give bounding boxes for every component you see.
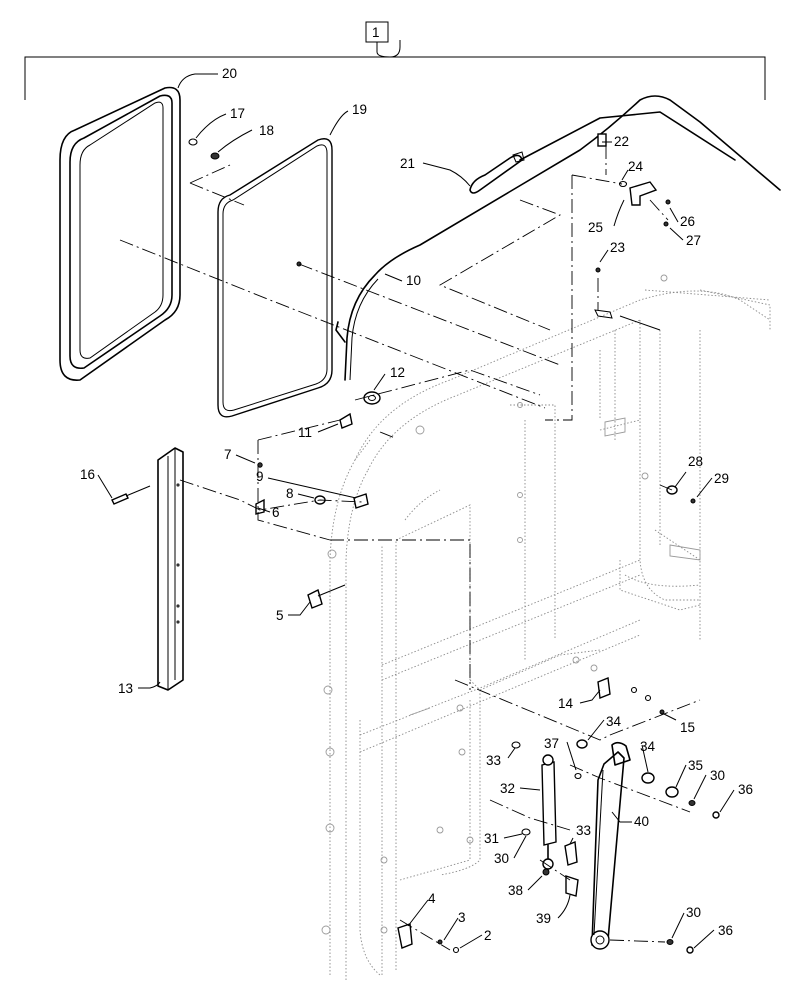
callout-23: 23 (610, 240, 625, 255)
callout-10: 10 (406, 273, 421, 288)
callout-39: 39 (536, 911, 551, 926)
bracket-part-14 (597, 677, 665, 715)
callout-36-upper: 36 (738, 782, 753, 797)
callout-36-bottom: 36 (718, 923, 733, 938)
window-seal-part-20 (59, 86, 181, 381)
callout-14: 14 (558, 696, 574, 711)
callout-25: 25 (588, 220, 603, 235)
callout-6: 6 (272, 505, 280, 520)
callout-5: 5 (276, 608, 284, 623)
callout-28: 28 (688, 454, 703, 469)
hardware-lower (397, 868, 694, 954)
cab-frame-ghost (321, 274, 771, 980)
hardware-mid (255, 261, 381, 609)
leader-lines (97, 73, 735, 949)
callout-29: 29 (714, 471, 729, 486)
callout-2: 2 (484, 928, 492, 943)
callout-17: 17 (230, 106, 245, 121)
callout-34-lower: 34 (640, 739, 656, 754)
callout-18: 18 (259, 123, 274, 138)
assembly-number: 1 (372, 25, 380, 40)
hardware-34-36 (574, 739, 720, 819)
handle-part-21 (469, 111, 736, 194)
callout-20: 20 (222, 66, 237, 81)
assembly-centerlines (119, 145, 701, 951)
gas-strut-part-32 (511, 741, 578, 870)
callout-37: 37 (544, 736, 559, 751)
callout-13: 13 (118, 681, 133, 696)
callout-35: 35 (688, 758, 703, 773)
callout-31: 31 (484, 831, 499, 846)
callout-40: 40 (634, 814, 649, 829)
latch-group (594, 133, 671, 331)
link-arm-part-40 (590, 741, 631, 950)
callout-4: 4 (428, 891, 436, 906)
callout-26: 26 (680, 214, 695, 229)
callout-24: 24 (628, 159, 644, 174)
callout-30-bottom: 30 (686, 905, 701, 920)
glass-pane-part-19 (217, 138, 333, 418)
callout-34-upper: 34 (606, 714, 622, 729)
hardware-28-29 (666, 485, 696, 504)
callout-32: 32 (500, 781, 515, 796)
callout-labels: 20 19 17 18 21 22 24 25 26 27 23 10 12 1… (80, 66, 753, 943)
callout-21: 21 (400, 156, 415, 171)
callout-15: 15 (680, 720, 695, 735)
callout-7: 7 (224, 447, 232, 462)
assembly-bracket (24, 21, 766, 100)
callout-30-lower: 30 (494, 851, 509, 866)
callout-30-upper: 30 (710, 768, 725, 783)
cable-part-10 (335, 95, 781, 381)
callout-33-lower: 33 (576, 823, 591, 838)
callout-22: 22 (614, 134, 629, 149)
callout-12: 12 (390, 365, 405, 380)
callout-27: 27 (686, 233, 701, 248)
callout-16: 16 (80, 467, 95, 482)
callout-33-upper: 33 (486, 753, 501, 768)
callout-3: 3 (458, 910, 466, 925)
callout-38: 38 (508, 883, 523, 898)
callout-11: 11 (298, 425, 312, 440)
channel-part-13 (111, 447, 184, 691)
hardware-17-18 (188, 138, 220, 160)
callout-8: 8 (286, 486, 294, 501)
callout-19: 19 (352, 102, 367, 117)
callout-9: 9 (256, 469, 264, 484)
